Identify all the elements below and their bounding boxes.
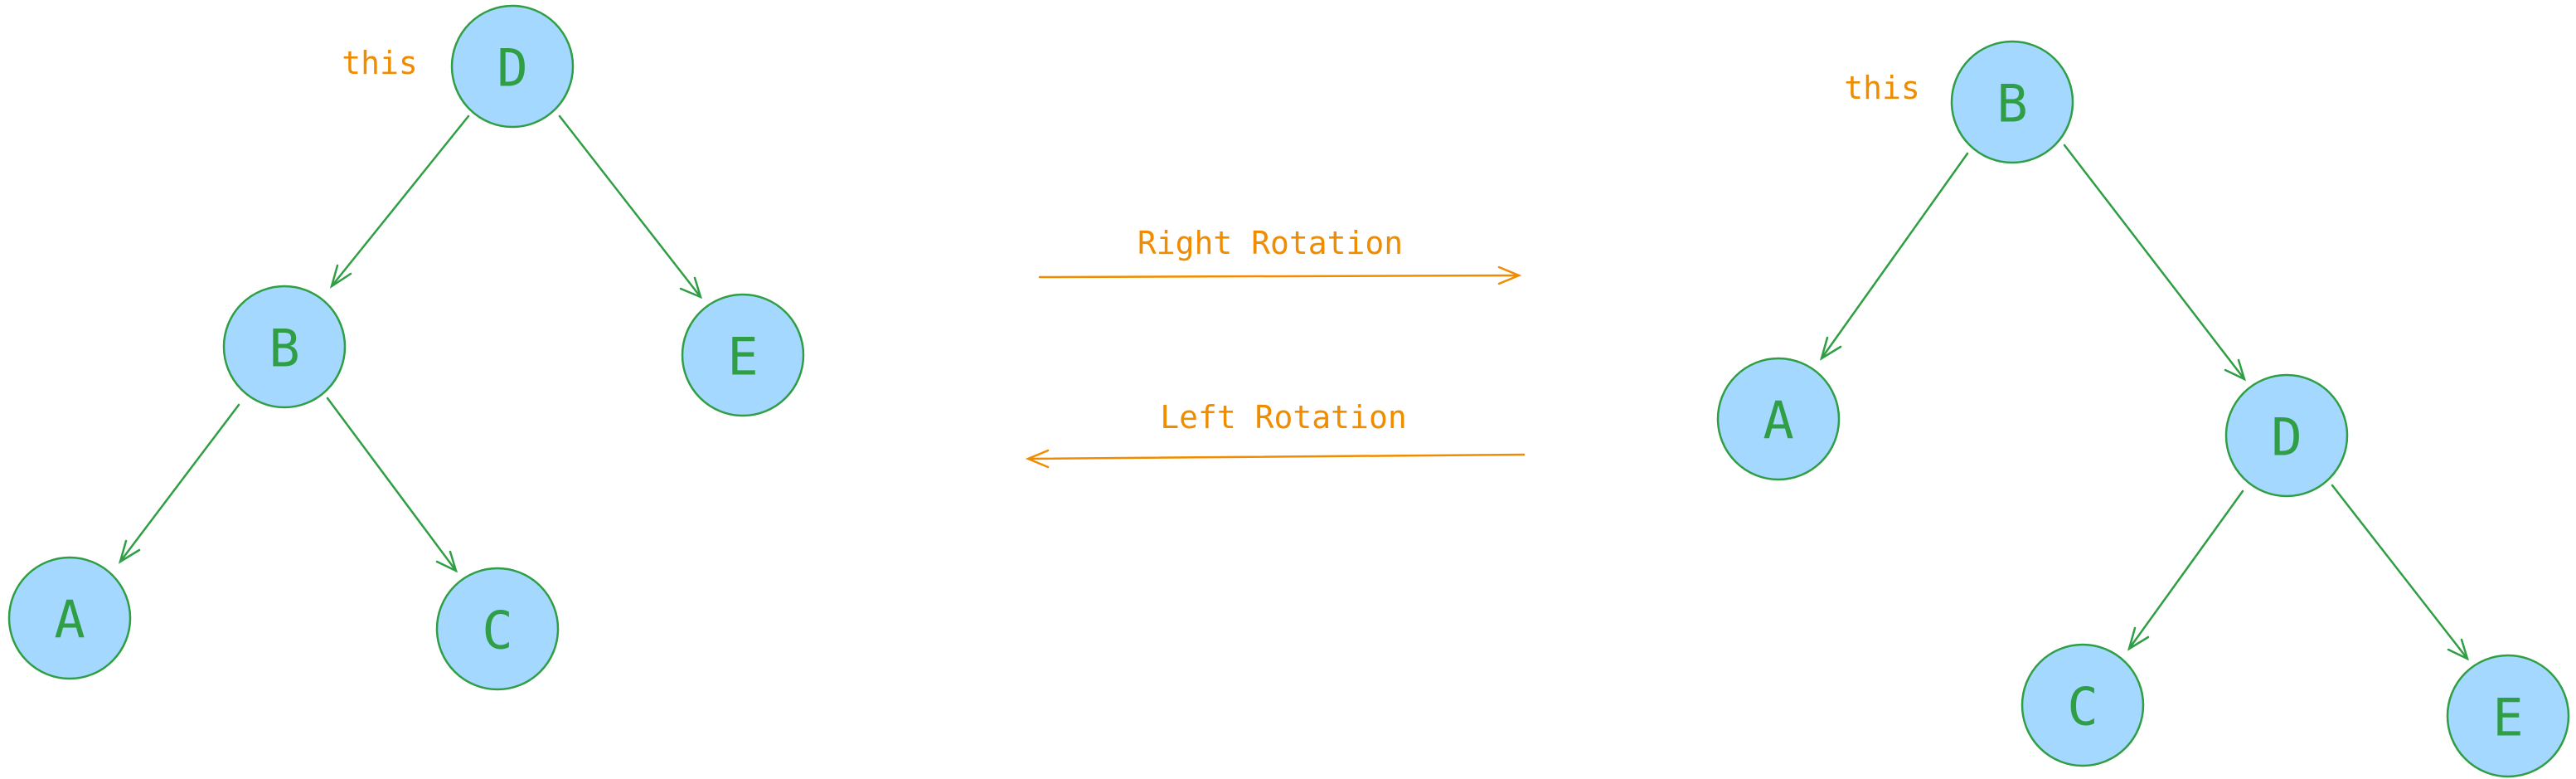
node-c-circle xyxy=(435,567,560,691)
before-tree: this D B E A C xyxy=(7,4,805,691)
edge-d-e xyxy=(558,114,702,299)
arrowhead-d-e-after xyxy=(2447,638,2470,661)
node-b-after: B xyxy=(1950,40,2074,164)
right-rotation-arrow xyxy=(1038,274,1521,279)
node-d-after-label: D xyxy=(2271,407,2302,468)
node-a-label: A xyxy=(54,590,85,650)
edge-b-c xyxy=(326,397,458,572)
arrowhead-d-b xyxy=(329,264,352,289)
arrowhead-d-e xyxy=(679,276,702,299)
left-rotation-arrowhead xyxy=(1025,449,1050,469)
operation-arrows: Right Rotation Left Rotation xyxy=(1025,225,1526,469)
node-d-label: D xyxy=(497,38,527,99)
right-rotation-label: Right Rotation xyxy=(1138,225,1403,261)
node-d: D xyxy=(450,4,575,129)
node-b-after-circle xyxy=(1950,40,2074,164)
node-a-after-label: A xyxy=(1763,391,1793,451)
arrowhead-d-c-after xyxy=(2127,626,2150,651)
edge-d-e-after xyxy=(2331,484,2469,660)
arrowhead-b-c xyxy=(435,550,458,573)
arrowhead-b-a-after xyxy=(1819,336,1842,361)
node-a-circle xyxy=(7,556,132,680)
after-this-label: this xyxy=(1844,70,1920,106)
node-d-circle xyxy=(450,4,575,129)
edge-b-d-after xyxy=(2063,144,2246,381)
node-d-after-circle xyxy=(2224,373,2349,498)
before-this-label: this xyxy=(342,45,418,81)
left-rotation-arrow xyxy=(1026,453,1526,460)
node-e: E xyxy=(681,293,805,417)
node-c-after-label: C xyxy=(2067,677,2098,738)
arrowhead-b-a xyxy=(118,539,141,564)
edge-b-a xyxy=(119,403,240,563)
edge-d-b xyxy=(330,114,470,288)
node-c: C xyxy=(435,567,560,691)
edge-d-c-after xyxy=(2127,489,2244,650)
node-e-after: E xyxy=(2446,654,2570,778)
node-b-label: B xyxy=(269,319,299,379)
node-c-after: C xyxy=(2021,643,2145,767)
node-b-circle xyxy=(222,285,347,409)
node-b: B xyxy=(222,285,347,409)
node-d-after: D xyxy=(2224,373,2349,498)
node-c-after-circle xyxy=(2021,643,2145,767)
node-a: A xyxy=(7,556,132,680)
node-e-after-label: E xyxy=(2492,688,2523,748)
node-a-after-circle xyxy=(1716,357,1841,481)
node-a-after: A xyxy=(1716,357,1841,481)
after-tree: this B A D C E xyxy=(1716,40,2570,778)
left-rotation-label: Left Rotation xyxy=(1160,399,1406,436)
node-e-label: E xyxy=(727,327,758,387)
node-c-label: C xyxy=(482,601,512,661)
node-e-after-circle xyxy=(2446,654,2570,778)
arrowhead-b-d-after xyxy=(2224,358,2247,382)
node-b-after-label: B xyxy=(1996,74,2027,134)
right-rotation-arrowhead xyxy=(1497,265,1522,285)
edge-b-a-after xyxy=(1820,152,1969,360)
node-e-circle xyxy=(681,293,805,417)
